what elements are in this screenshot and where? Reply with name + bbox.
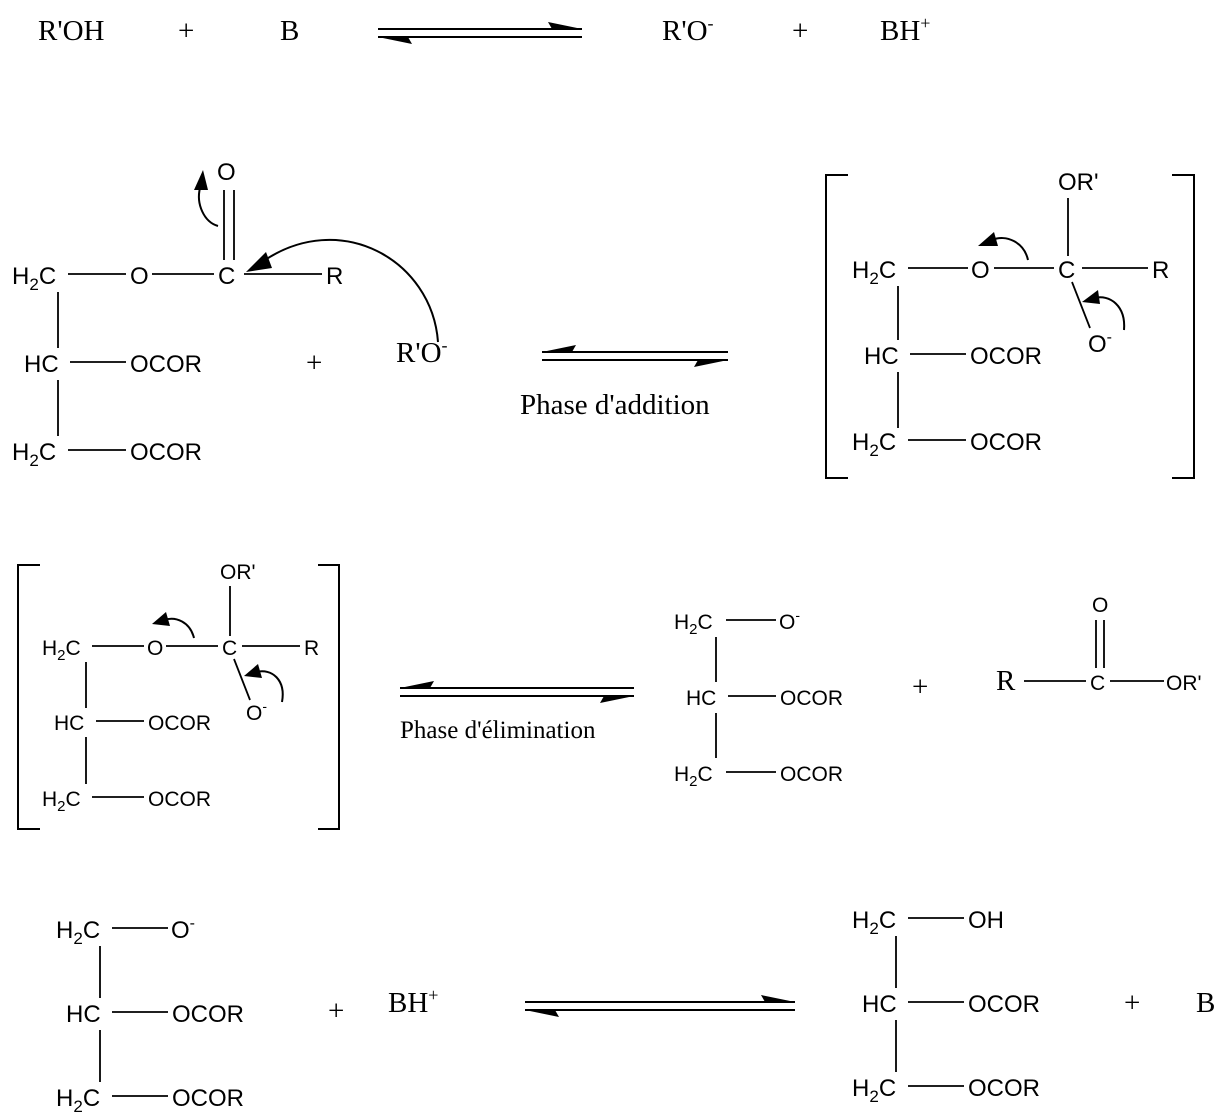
phase-label-addition: Phase d'addition [520, 389, 710, 421]
curved-arrow-oxide [1082, 290, 1126, 331]
triglyceride-molecule: H2C O C O R HC OCOR H2C OCOR [12, 159, 343, 470]
tetrahedral-intermediate: OR' H2C O C R O- HC OCOR H2C OCOR [825, 169, 1195, 479]
step-1-deprotonation: R'OH + B R'O- + BH+ [38, 13, 930, 47]
curved-arrow-carbonyl [194, 170, 219, 227]
central-carbon: C [1058, 257, 1075, 284]
reactant-alcohol: R'OH [38, 15, 105, 47]
diglyceride-product: H2C OH HC OCOR H2C OCOR [852, 907, 1040, 1106]
conjugate-acid: BH+ [388, 985, 438, 1019]
ch2-group: H2C [852, 907, 896, 938]
ocor-group: OCOR [780, 687, 843, 710]
equilibrium-arrow-3 [400, 681, 634, 703]
diglyceride-alkoxide: H2C O- HC OCOR H2C OCOR [56, 915, 244, 1113]
ocor-group: OCOR [172, 1001, 244, 1028]
oxide-anion: O- [779, 607, 800, 634]
carbonyl-oxygen: O [1092, 594, 1108, 617]
curved-arrow-leaving-group [152, 612, 195, 639]
curved-arrow-oxide-reform [244, 664, 284, 703]
plus-sign: + [306, 347, 322, 379]
r-group: R [996, 665, 1016, 697]
phase-label-elimination: Phase d'élimination [400, 717, 596, 744]
ocor-group: OCOR [130, 439, 202, 466]
plus-sign: + [328, 995, 344, 1027]
ch-group: HC [862, 991, 897, 1018]
ocor-group: OCOR [130, 351, 202, 378]
ch-group: HC [66, 1001, 101, 1028]
ch2-group: H2C [674, 611, 713, 638]
plus-sign: + [912, 671, 928, 703]
equilibrium-arrow-1 [378, 22, 582, 44]
curved-arrow-elimination-start [978, 232, 1029, 261]
regenerated-base: B [1196, 987, 1215, 1019]
ocor-group: OCOR [148, 712, 211, 735]
curved-arrow-nucleophilic-attack [246, 238, 439, 343]
tetrahedral-intermediate: OR' H2C O C R O- HC OCOR H2C OCOR [17, 561, 340, 830]
alkoxy-group: OR' [1058, 169, 1099, 196]
carbonyl-oxygen: O [217, 159, 236, 186]
ch-group: HC [686, 687, 716, 710]
carbonyl-carbon: C [1090, 672, 1105, 695]
ocor-group: OCOR [970, 429, 1042, 456]
ester-oxygen: O [971, 257, 990, 284]
plus-sign: + [792, 15, 808, 47]
r-group: R [1152, 257, 1169, 284]
oxide-anion: O- [171, 915, 195, 944]
oxide-anion: O- [246, 698, 267, 725]
new-ester-molecule: O R C OR' [996, 594, 1202, 697]
ocor-group: OCOR [968, 1075, 1040, 1102]
r-group: R [326, 263, 343, 290]
r-group: R [304, 637, 319, 660]
central-carbon: C [222, 637, 237, 660]
hydroxyl-group: OH [968, 907, 1004, 934]
product-conjugate-acid: BH+ [880, 13, 930, 47]
alkoxy-group: OR' [1166, 672, 1202, 695]
ch2-group: H2C [56, 917, 100, 948]
equilibrium-arrow-4 [525, 995, 795, 1017]
ch2-group: H2C [852, 257, 896, 288]
ch2-group: H2C [852, 1075, 896, 1106]
carbonyl-carbon: C [218, 263, 235, 290]
ch2-group: H2C [42, 788, 81, 815]
ch2-group: H2C [12, 263, 56, 294]
step-3-elimination: OR' H2C O C R O- HC OCOR H2C OCOR [17, 561, 1202, 830]
ch2-group: H2C [674, 763, 713, 790]
ch2-group: H2C [852, 429, 896, 460]
ester-oxygen: O [147, 637, 163, 660]
step-4-reprotonation: H2C O- HC OCOR H2C OCOR + BH+ H2C OH HC [56, 907, 1215, 1113]
ch2-group: H2C [12, 439, 56, 470]
ocor-group: OCOR [968, 991, 1040, 1018]
ocor-group: OCOR [780, 763, 843, 786]
ch-group: HC [864, 343, 899, 370]
ch2-group: H2C [56, 1085, 100, 1113]
alkoxy-group: OR' [220, 561, 256, 584]
step-2-addition: H2C O C O R HC OCOR H2C OCOR [12, 159, 1195, 479]
equilibrium-arrow-2 [542, 345, 728, 367]
ester-oxygen: O [130, 263, 149, 290]
ocor-group: OCOR [970, 343, 1042, 370]
product-alkoxide: R'O- [662, 13, 714, 47]
plus-sign: + [178, 15, 194, 47]
oxide-anion: O- [1088, 329, 1112, 358]
reactant-base: B [280, 15, 299, 47]
ocor-group: OCOR [148, 788, 211, 811]
alkoxide-nucleophile: R'O- [396, 335, 448, 369]
ch-group: HC [24, 351, 59, 378]
diglyceride-alkoxide: H2C O- HC OCOR H2C OCOR [674, 607, 843, 790]
plus-sign: + [1124, 987, 1140, 1019]
ch2-group: H2C [42, 637, 81, 664]
ocor-group: OCOR [172, 1085, 244, 1112]
ch-group: HC [54, 712, 84, 735]
